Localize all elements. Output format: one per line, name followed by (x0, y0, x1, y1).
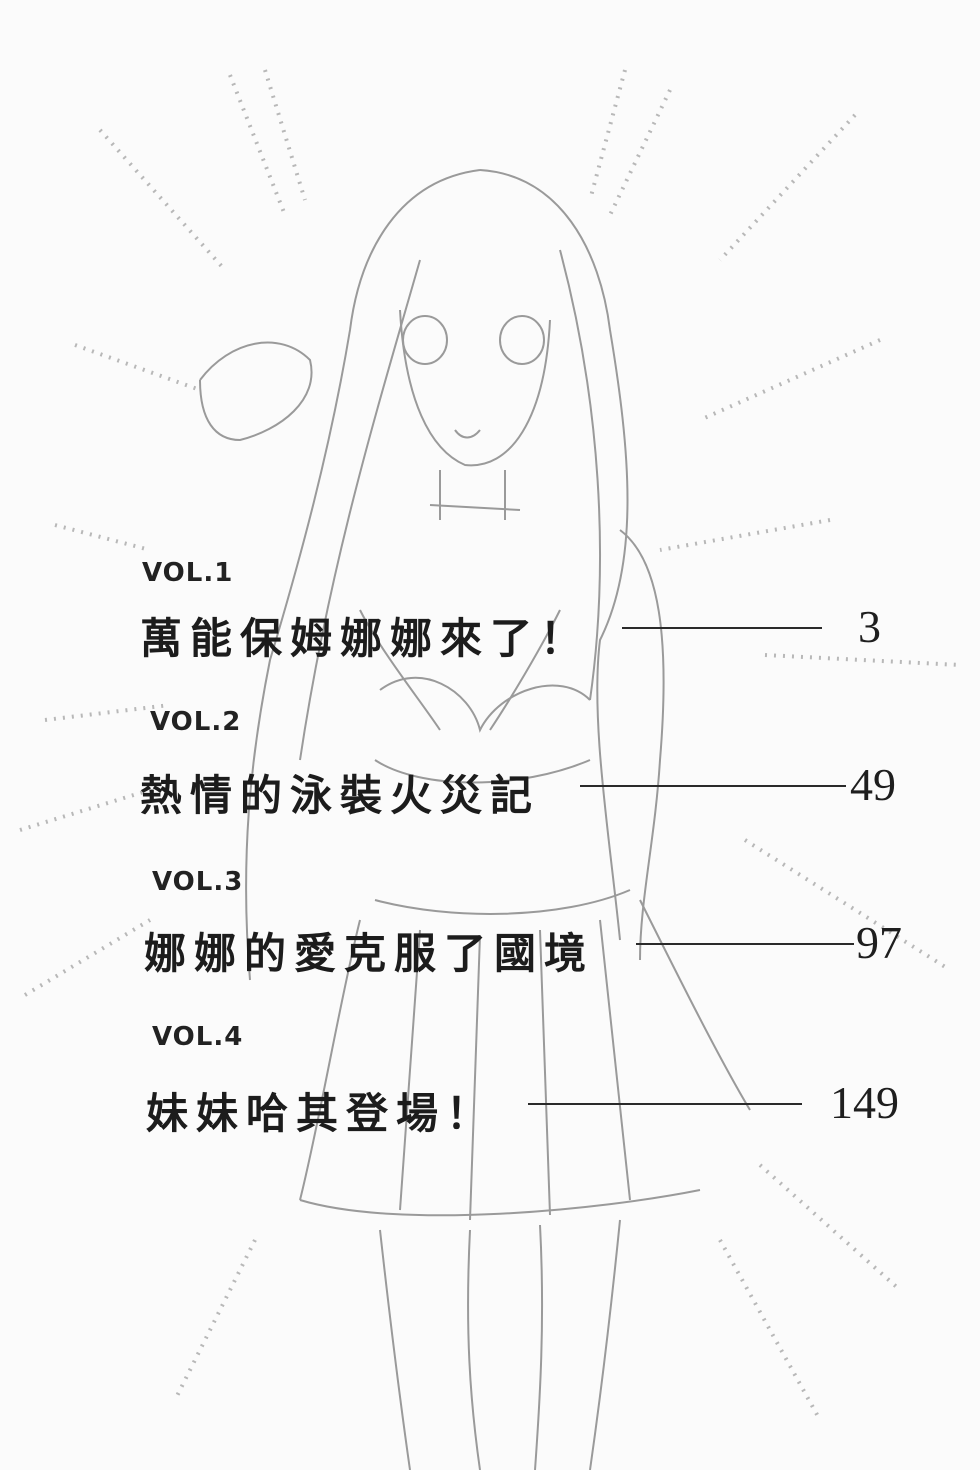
radiating-dotted-lines (19, 69, 961, 1421)
figure-sketch (199, 169, 751, 1470)
